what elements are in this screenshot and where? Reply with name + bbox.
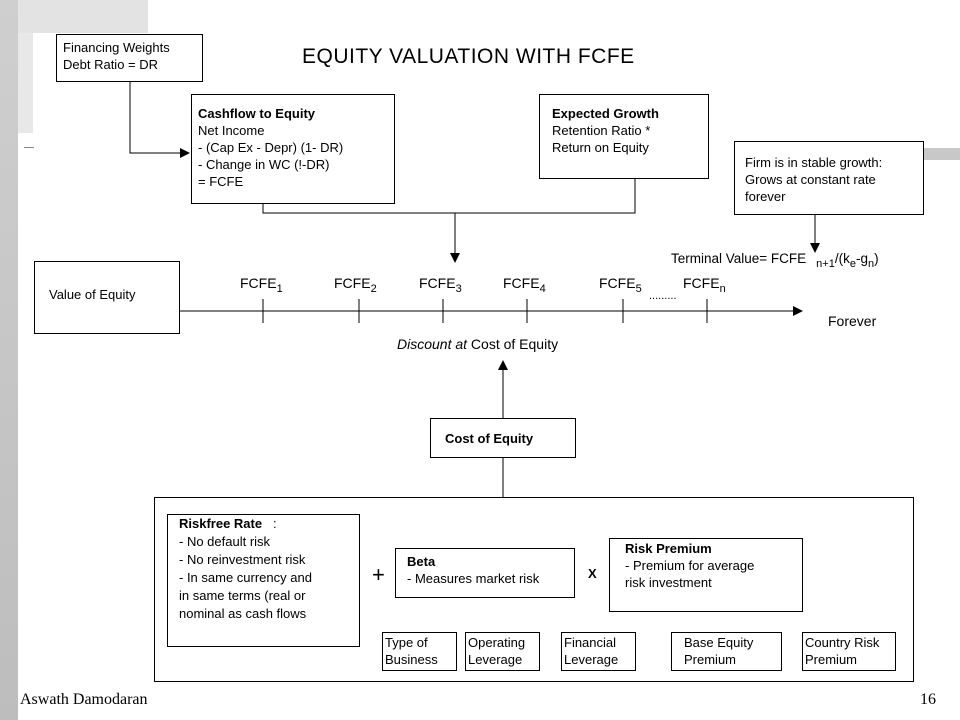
risk-premium-line: - Premium for average: [625, 558, 755, 573]
fcfe-base: FCFE: [419, 275, 456, 291]
risk-premium-line: risk investment: [625, 575, 712, 590]
terminal-value-sub-e: e: [849, 258, 856, 270]
fcfe-sub: 5: [635, 283, 642, 295]
base-equity-premium-box: Base Equity Premium: [671, 632, 782, 671]
footer-page-number: 16: [920, 691, 936, 708]
fcfe-sub: 1: [276, 283, 283, 295]
riskfree-colon: :: [272, 516, 277, 531]
stable-growth-box: Firm is in stable growth: Grows at const…: [734, 141, 924, 215]
growth-line: Retention Ratio *: [552, 123, 651, 138]
timeline-label-fcfen: FCFEn: [683, 275, 726, 297]
timeline-label-fcfe2: FCFE2: [334, 275, 377, 297]
timeline-end-label: Forever: [828, 313, 877, 329]
discount-rest: Cost of Equity: [467, 336, 559, 352]
driver-line: Base Equity: [684, 635, 754, 650]
driver-line: Business: [385, 652, 438, 667]
fcfe-base: FCFE: [240, 275, 277, 291]
left-decor-strip: [18, 33, 33, 133]
cost-of-equity-label: Cost of Equity: [445, 431, 534, 446]
operating-leverage-box: Operating Leverage: [465, 632, 540, 671]
terminal-value-sub-n1: n+1: [816, 258, 835, 270]
risk-premium-box: Risk Premium - Premium for average risk …: [609, 538, 803, 612]
terminal-value-suffix: ): [874, 251, 879, 266]
driver-line: Operating: [468, 635, 526, 650]
fcfe-base: FCFE: [334, 275, 371, 291]
right-decor-bar: [924, 148, 960, 160]
riskfree-line: in same terms (real or: [179, 588, 306, 603]
driver-line: Premium: [805, 652, 858, 667]
cashflow-heading: Cashflow to Equity: [198, 106, 315, 121]
fcfe-sub: 4: [539, 283, 546, 295]
country-risk-premium-box: Country Risk Premium: [802, 632, 896, 671]
cashflow-line: Net Income: [198, 123, 265, 138]
cost-of-equity-box: Cost of Equity: [430, 418, 576, 458]
driver-line: Country Risk: [805, 635, 880, 650]
expected-growth-box: Expected Growth Retention Ratio * Return…: [539, 94, 709, 179]
riskfree-line: - No reinvestment risk: [179, 552, 306, 567]
terminal-value-prefix: Terminal Value= FCFE: [671, 251, 807, 266]
cashflow-line: = FCFE: [198, 174, 244, 189]
riskfree-line: - No default risk: [179, 534, 271, 549]
fcfe-sub: 2: [370, 283, 377, 295]
riskfree-line: - In same currency and: [179, 570, 312, 585]
timeline-label-fcfe1: FCFE1: [240, 275, 283, 297]
driver-line: Premium: [684, 652, 737, 667]
type-of-business-box: Type of Business: [382, 632, 457, 671]
terminal-value-sub-n: n: [867, 258, 875, 270]
line-cashflow-down: [262, 178, 636, 214]
debt-ratio-line: Debt Ratio = DR: [63, 57, 159, 72]
financial-leverage-box: Financial Leverage: [561, 632, 636, 671]
timeline-label-fcfe4: FCFE4: [503, 275, 546, 297]
cashflow-line: - (Cap Ex - Depr) (1- DR): [198, 140, 344, 155]
financing-weights-box: Financing Weights Debt Ratio = DR: [56, 34, 203, 82]
riskfree-heading-line: Riskfree Rate :: [179, 515, 353, 533]
fcfe-base: FCFE: [599, 275, 636, 291]
fcfe-base: FCFE: [683, 275, 720, 291]
driver-line: Type of: [385, 635, 428, 650]
discount-italic: Discount at: [397, 336, 468, 352]
riskfree-heading: Riskfree Rate: [179, 516, 263, 531]
cashflow-to-equity-box: Cashflow to Equity Net Income - (Cap Ex …: [191, 94, 395, 204]
terminal-value-mid2: -g: [855, 251, 868, 266]
riskfree-line: nominal as cash flows: [179, 606, 307, 621]
top-decor-block: [18, 0, 148, 33]
discount-label: Discount at Cost of Equity: [397, 336, 558, 352]
driver-line: Leverage: [564, 652, 619, 667]
plus-operator: +: [372, 562, 385, 587]
beta-line: - Measures market risk: [407, 571, 540, 586]
driver-line: Financial: [564, 635, 617, 650]
terminal-value-formula: Terminal Value= FCFE n+1/(ke-gn): [671, 251, 879, 272]
beta-heading: Beta: [407, 554, 436, 569]
value-of-equity-box: Value of Equity: [34, 261, 180, 334]
timeline-dots: .........: [649, 290, 677, 302]
driver-line: Leverage: [468, 652, 523, 667]
times-operator: X: [588, 566, 597, 581]
beta-box: Beta - Measures market risk: [395, 548, 575, 598]
cashflow-line: - Change in WC (!-DR): [198, 157, 330, 172]
financing-weights-line: Financing Weights: [63, 40, 170, 55]
risk-premium-heading: Risk Premium: [625, 541, 712, 556]
growth-heading: Expected Growth: [552, 106, 659, 121]
fcfe-sub: n: [719, 283, 726, 295]
timeline-label-fcfe3: FCFE3: [419, 275, 462, 297]
value-of-equity-label: Value of Equity: [49, 287, 136, 302]
left-decor-bar: [0, 0, 18, 720]
left-decor-rule: [24, 147, 34, 148]
stable-growth-line: Grows at constant rate: [745, 172, 876, 187]
timeline-label-fcfe5: FCFE5: [599, 275, 642, 297]
footer-author: Aswath Damodaran: [20, 691, 148, 708]
terminal-value-mid: /(k: [834, 251, 850, 266]
riskfree-rate-box: Riskfree Rate : - No default risk - No r…: [167, 514, 360, 647]
stable-growth-line: forever: [745, 189, 786, 204]
page-title: EQUITY VALUATION WITH FCFE: [302, 45, 635, 68]
growth-line: Return on Equity: [552, 140, 649, 155]
fcfe-base: FCFE: [503, 275, 540, 291]
stable-growth-line: Firm is in stable growth:: [745, 155, 883, 170]
arrow-financing-to-cashflow: [129, 80, 190, 158]
fcfe-sub: 3: [455, 283, 462, 295]
